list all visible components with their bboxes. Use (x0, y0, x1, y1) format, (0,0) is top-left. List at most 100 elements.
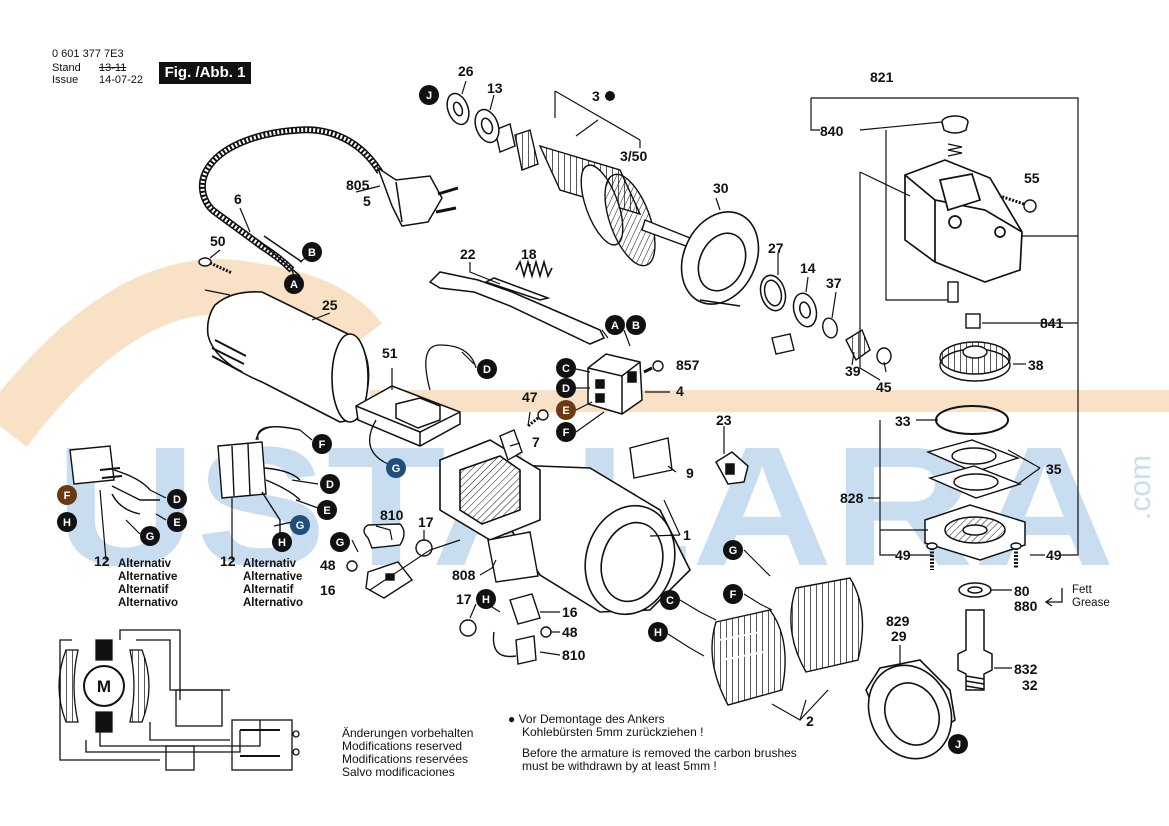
label-27: 27 (768, 240, 784, 256)
svg-text:J: J (426, 90, 432, 102)
label-38: 38 (1028, 357, 1044, 373)
watermark-suffix: .com (1124, 455, 1157, 520)
label-14: 14 (800, 260, 816, 276)
callout-G-51: G (386, 458, 406, 478)
callout-F-coil: F (723, 584, 743, 604)
switch-cover-51 (355, 385, 461, 447)
callout-F-left: F (57, 485, 77, 505)
label-29: 29 (891, 628, 907, 644)
connector-12-right (217, 426, 301, 540)
brush-holder-16-lower (459, 593, 552, 665)
label-9: 9 (686, 465, 694, 481)
leader-lines (99, 80, 1079, 721)
svg-text:D: D (483, 364, 491, 376)
label-12-right: 12 (220, 553, 236, 569)
motor-symbol: M (97, 677, 111, 696)
plug (376, 166, 459, 227)
armature-note-bullet: ● (508, 712, 516, 726)
guard-29 (865, 659, 956, 760)
label-47: 47 (522, 389, 538, 405)
spring-18 (515, 259, 553, 279)
label-17-upper: 17 (418, 514, 434, 530)
callout-H-left: H (57, 512, 77, 532)
stand-date: 13-11 (99, 62, 127, 74)
svg-text:G: G (729, 545, 738, 557)
label-18: 18 (521, 246, 537, 262)
label-6: 6 (234, 191, 242, 207)
svg-text:G: G (146, 531, 155, 543)
spindle-32 (957, 609, 993, 691)
screw-47 (527, 409, 549, 428)
label-39: 39 (845, 363, 861, 379)
label-808: 808 (452, 567, 476, 583)
label-48-lower: 48 (562, 624, 578, 640)
switch-bar (428, 271, 606, 345)
label-1: 1 (683, 527, 691, 543)
svg-text:B: B (632, 320, 640, 332)
fan-baffle-30 (680, 211, 760, 307)
callout-F-12: F (312, 434, 332, 454)
svg-text:G: G (336, 537, 345, 549)
svg-text:H: H (654, 627, 662, 639)
svg-text:E: E (323, 505, 330, 517)
label-22: 22 (460, 246, 476, 262)
callout-H-brush: H (476, 589, 496, 609)
callout-H-coil: H (648, 622, 668, 642)
label-33: 33 (895, 413, 911, 429)
part-number: 0 601 377 7E3 (52, 48, 124, 60)
svg-text:B: B (308, 247, 316, 259)
screw-50 (198, 257, 233, 275)
svg-text:H: H (63, 517, 71, 529)
label-49-right: 49 (1046, 547, 1062, 563)
svg-text:D: D (326, 479, 334, 491)
button-23 (715, 451, 749, 485)
svg-text:D: D (562, 383, 570, 395)
armature-note: ● Vor Demontage des Ankers Kohlebürsten … (508, 712, 797, 773)
svg-text:E: E (562, 405, 569, 417)
callout-F-switch: F (556, 422, 576, 442)
label-832: 832 (1014, 661, 1038, 677)
brush-holder-16-upper (346, 523, 433, 599)
motor-housing (206, 290, 370, 423)
label-26: 26 (458, 63, 474, 79)
wiring-schematic: M (58, 629, 300, 771)
armature-3 (494, 123, 691, 267)
label-840: 840 (820, 123, 844, 139)
clip-7 (499, 429, 523, 462)
svg-text:H: H (278, 537, 286, 549)
label-30: 30 (713, 180, 729, 196)
label-841: 841 (1040, 315, 1064, 331)
svg-text:C: C (666, 595, 674, 607)
svg-text:C: C (562, 363, 570, 375)
label-4: 4 (676, 383, 684, 399)
label-55: 55 (1024, 170, 1040, 186)
power-cord (198, 126, 383, 277)
gaskets-35 (925, 439, 1023, 499)
spring-840 (947, 143, 963, 157)
grease-note-de: Fett (1072, 584, 1092, 596)
label-3: 3 (592, 88, 600, 104)
field-coil-front (711, 609, 786, 706)
label-821: 821 (870, 69, 894, 85)
label-51: 51 (382, 345, 398, 361)
callout-E-12: E (317, 500, 337, 520)
svg-text:F: F (319, 439, 326, 451)
bearing-13 (474, 108, 500, 144)
part-numbers: 821 840 841 55 38 33 35 828 49 49 80 880… (94, 63, 1064, 729)
modification-notes: Änderungen vorbehalten Modifications res… (342, 726, 474, 779)
cap-840 (941, 115, 969, 134)
callout-G-brush: G (330, 532, 350, 552)
label-7: 7 (532, 434, 540, 450)
switch-4 (587, 353, 643, 415)
label-12-left: 12 (94, 553, 110, 569)
callout-C-switch: C (556, 358, 576, 378)
svg-text:A: A (290, 279, 298, 291)
label-2: 2 (806, 713, 814, 729)
washer-80 (958, 582, 992, 598)
svg-text:A: A (611, 320, 619, 332)
brush-holder-small (771, 333, 795, 355)
armature-note-dot (605, 91, 615, 101)
label-48-upper: 48 (320, 557, 336, 573)
issue-label: Issue (52, 74, 79, 86)
